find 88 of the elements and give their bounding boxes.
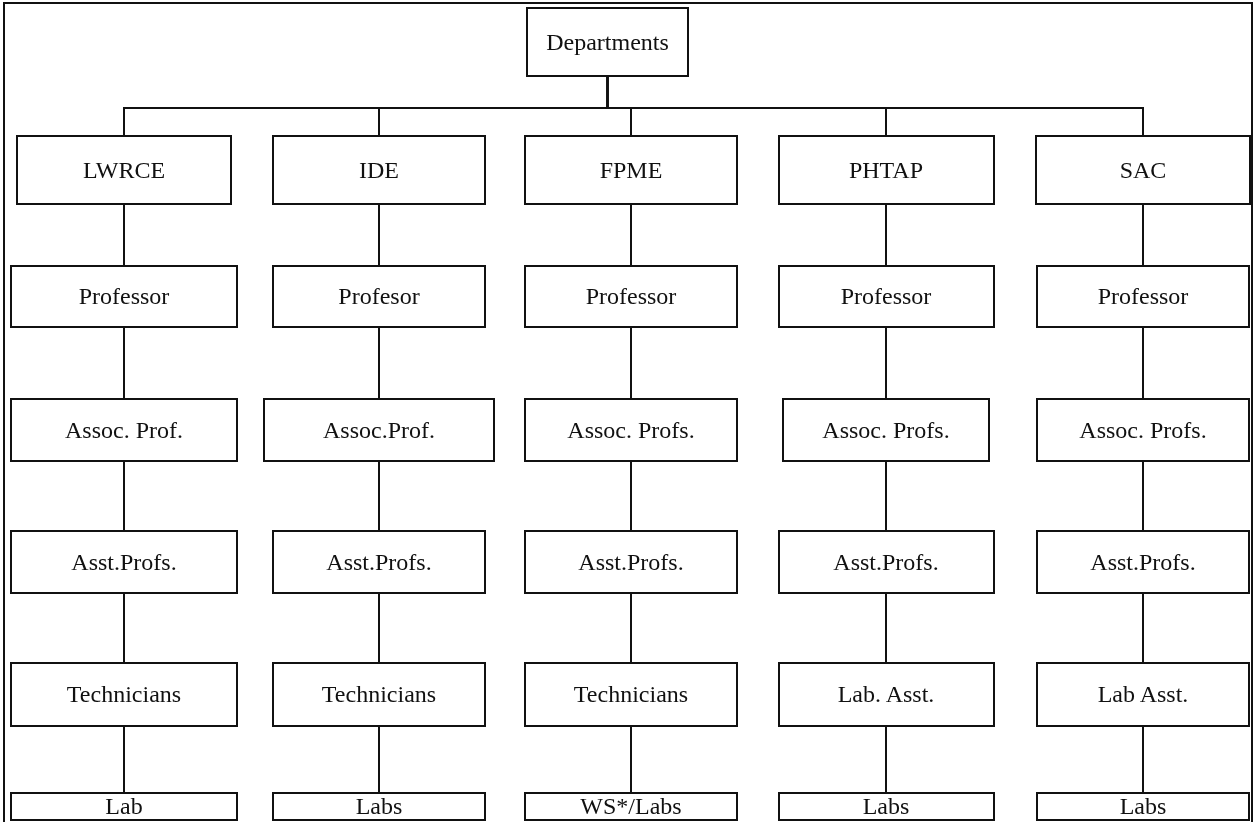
org-box (524, 530, 738, 594)
connector-line (1142, 726, 1144, 793)
org-box (777, 530, 995, 594)
box-label: FPME (599, 156, 663, 184)
connector-line (606, 76, 1144, 136)
org-box (1036, 265, 1250, 328)
connector-line (378, 461, 380, 531)
org-box (777, 265, 995, 328)
connector-line (885, 593, 887, 663)
connector-line (630, 204, 632, 266)
org-box (16, 135, 232, 205)
connector-line (1142, 461, 1144, 531)
box-label: PHTAP (848, 156, 924, 184)
org-box (777, 135, 995, 205)
org-box (777, 792, 995, 821)
box-label: Assoc. Prof. (65, 416, 183, 444)
org-box (10, 265, 238, 328)
box-label: Asst.Profs. (1090, 548, 1196, 576)
box-label: Departments (546, 28, 669, 56)
box-label: Lab. Asst. (837, 681, 935, 708)
org-box (263, 398, 495, 462)
org-box (272, 792, 486, 821)
connector-line (885, 204, 887, 266)
connector-line (1142, 327, 1144, 399)
box-label: IDE (359, 156, 399, 184)
box-label: Technicians (66, 681, 182, 708)
box-label: Assoc. Profs. (1079, 416, 1207, 444)
connector-line (378, 327, 380, 399)
org-box (1036, 530, 1250, 594)
org-box (10, 792, 238, 821)
connector-line (630, 461, 632, 531)
box-label: Assoc. Profs. (567, 416, 695, 444)
org-box (524, 135, 738, 205)
box-label: Professor (1097, 283, 1189, 310)
org-box (10, 530, 238, 594)
connector-line (630, 726, 632, 793)
org-box (1036, 662, 1250, 727)
connector-line (1142, 593, 1144, 663)
connector-line (885, 726, 887, 793)
box-label: Professor (840, 283, 932, 310)
org-box (524, 662, 738, 727)
box-label: Technicians (573, 681, 689, 708)
org-box (10, 662, 238, 727)
box-label: Asst.Profs. (578, 548, 684, 576)
box-label: Asst.Profs. (326, 548, 432, 576)
box-label: Profesor (338, 283, 420, 310)
org-box (10, 398, 238, 462)
connector-line (630, 327, 632, 399)
connector-line (378, 726, 380, 793)
connector-line (885, 327, 887, 399)
org-box (272, 265, 486, 328)
connector-line (123, 461, 125, 531)
connector-line (123, 327, 125, 399)
org-box (272, 135, 486, 205)
org-box (1035, 135, 1251, 205)
box-label: LWRCE (82, 156, 166, 184)
box-label: Professor (585, 283, 677, 310)
org-box (526, 7, 689, 77)
box-label: Lab Asst. (1097, 681, 1189, 708)
box-label: Assoc. Profs. (822, 416, 950, 444)
org-box (272, 662, 486, 727)
org-box (524, 265, 738, 328)
box-label: Asst.Profs. (71, 548, 177, 576)
box-label: Labs (1119, 793, 1167, 820)
org-box (524, 398, 738, 462)
connector-line (378, 204, 380, 266)
org-box (1036, 792, 1250, 821)
org-box (782, 398, 990, 462)
box-label: Technicians (321, 681, 437, 708)
org-box (777, 662, 995, 727)
org-box (272, 530, 486, 594)
org-box (524, 792, 738, 821)
box-label: Labs (862, 793, 910, 820)
org-box (1036, 398, 1250, 462)
connector-line (378, 593, 380, 663)
box-label: WS*/Labs (580, 793, 682, 820)
connector-line (123, 593, 125, 663)
box-label: Labs (355, 793, 403, 820)
box-label: Assoc.Prof. (323, 416, 435, 444)
connector-line (1142, 204, 1144, 266)
connector-line (885, 461, 887, 531)
box-label: Professor (78, 283, 170, 310)
connector-line (630, 593, 632, 663)
connector-line (123, 726, 125, 793)
box-label: Asst.Profs. (833, 548, 939, 576)
box-label: SAC (1119, 156, 1167, 184)
connector-line (123, 204, 125, 266)
box-label: Lab (105, 793, 143, 820)
